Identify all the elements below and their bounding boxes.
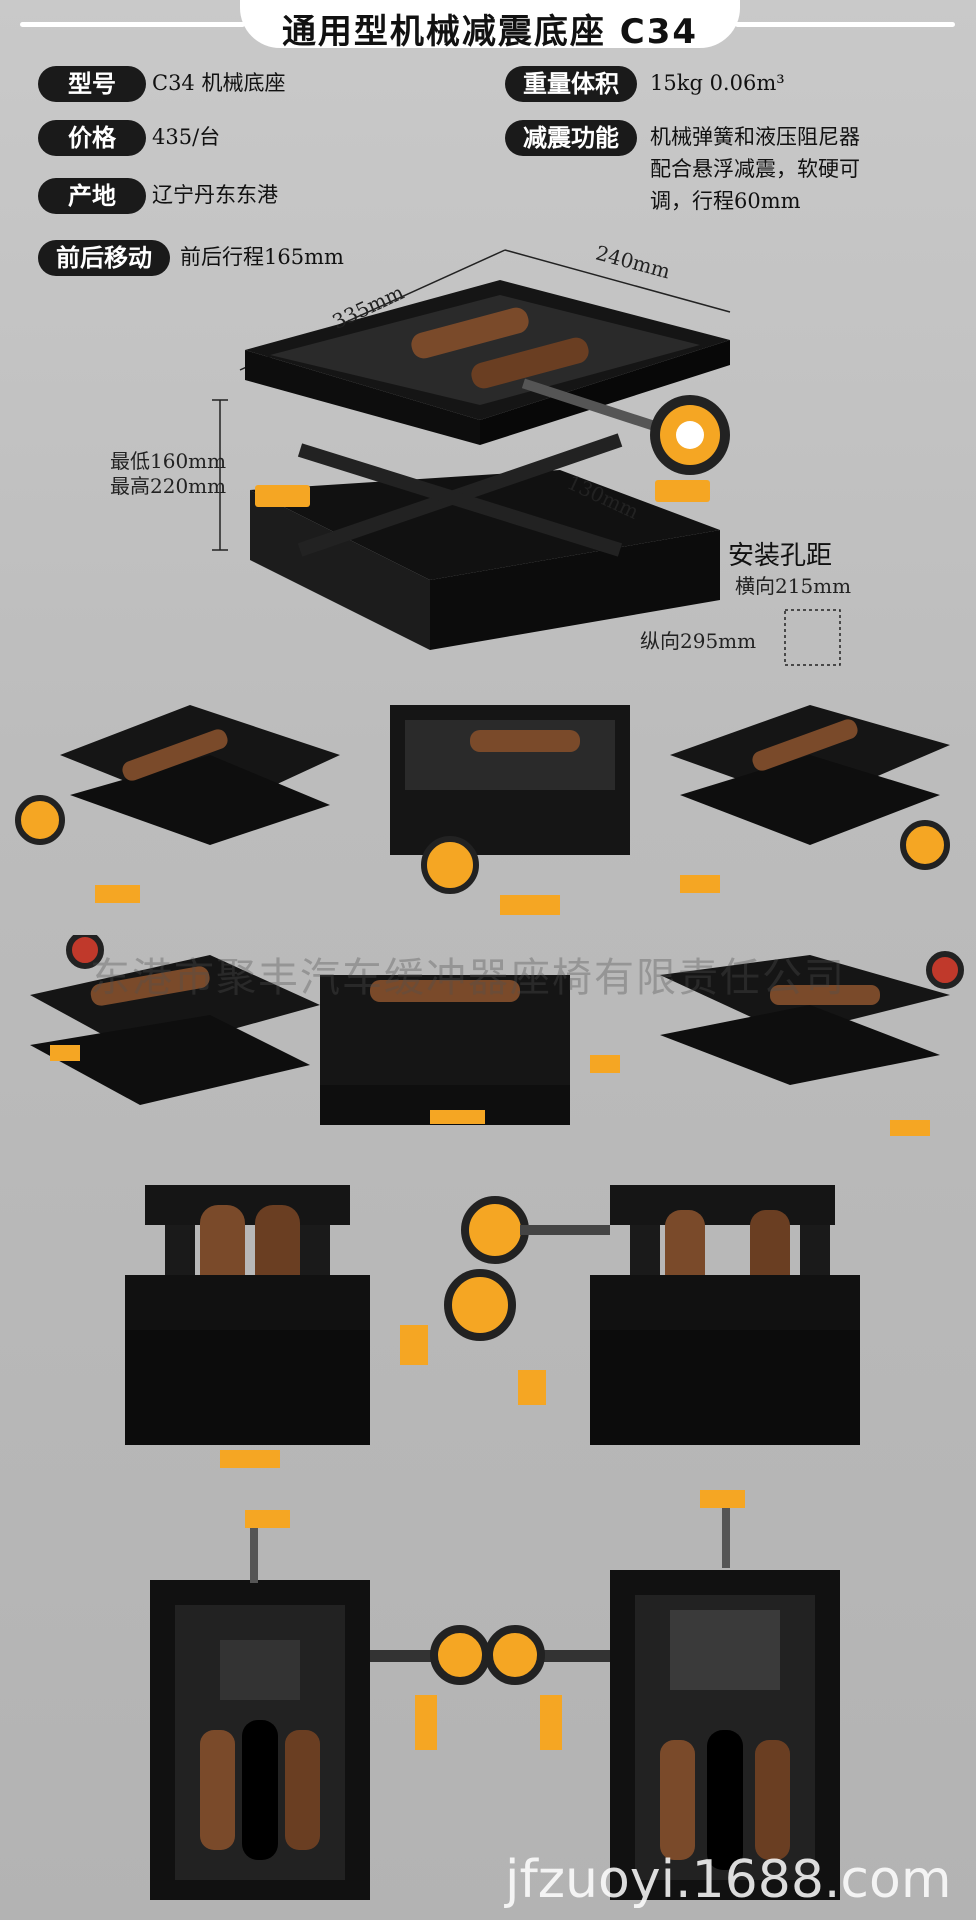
knob-icon — [676, 421, 704, 449]
title-line-right — [735, 22, 955, 27]
height-high-label: 最高220mm — [110, 474, 227, 498]
spec-value-damping-line2: 配合悬浮减震，软硬可 — [650, 157, 860, 181]
product-photo-3 — [670, 705, 950, 893]
spec-label-model: 型号 — [38, 66, 146, 102]
site-url: jfzuoyi.1688.com — [505, 1850, 952, 1910]
product-photo-9 — [150, 1510, 490, 1900]
width-dimension-line — [504, 249, 731, 313]
spec-label-weight: 重量体积 — [505, 66, 637, 102]
spec-value-damping-line3: 调，行程60mm — [650, 189, 801, 213]
spec-value-travel: 前后行程165mm — [180, 245, 344, 269]
mount-title: 安装孔距 — [728, 541, 833, 571]
main-product-image — [212, 249, 841, 666]
handle-icon — [255, 485, 310, 507]
spec-label-price: 价格 — [38, 120, 146, 156]
mount-horizontal-label: 横向215mm — [735, 574, 852, 598]
product-photo-1 — [15, 705, 340, 903]
spec-label-damping: 减震功能 — [505, 120, 637, 156]
title-tab — [240, 0, 740, 48]
product-photos-row-3 — [125, 1185, 860, 1468]
spec-value-origin: 辽宁丹东东港 — [152, 183, 278, 207]
page-title: 通用型机械减震底座 C34 — [281, 12, 699, 52]
company-watermark: 东港市聚丰汽车缓冲器座椅有限责任公司 — [90, 955, 846, 1001]
product-photo-8 — [461, 1185, 860, 1445]
spring-icon — [411, 307, 589, 389]
product-photo-6 — [660, 951, 964, 1136]
product-photo-7 — [125, 1185, 516, 1468]
height-low-label: 最低160mm — [110, 449, 227, 473]
product-photo-2 — [390, 705, 630, 915]
title-bar: 通用型机械减震底座 C34 — [0, 0, 976, 52]
title-line-left — [20, 22, 245, 27]
product-photos-row-2 — [30, 935, 964, 1136]
product-photos-row-4 — [150, 1490, 840, 1900]
product-photo-5 — [320, 975, 620, 1125]
spec-value-price: 435/台 — [152, 125, 221, 149]
product-photo-10 — [485, 1490, 840, 1900]
spec-value-damping-line1: 机械弹簧和液压阻尼器 — [650, 125, 860, 149]
product-photos-row-1 — [15, 705, 950, 915]
mount-vertical-label: 纵向295mm — [640, 629, 757, 653]
spec-value-weight: 15kg 0.06m³ — [650, 71, 785, 95]
spec-label-travel: 前后移动 — [38, 240, 170, 276]
spec-label-origin: 产地 — [38, 178, 146, 214]
product-photo-4 — [30, 935, 320, 1105]
mount-hole-diagram — [784, 609, 841, 666]
spec-value-model: C34 机械底座 — [152, 71, 286, 95]
